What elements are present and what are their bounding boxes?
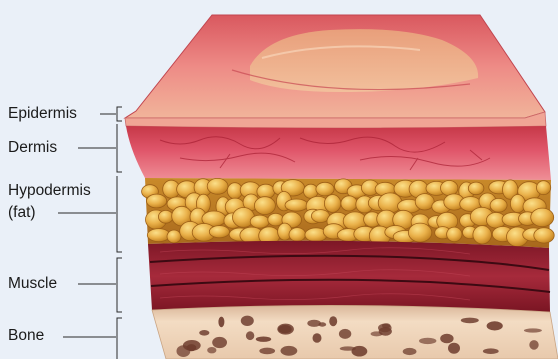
bone-pore [403,348,417,355]
fat-globule [285,199,308,211]
fat-globule [531,208,554,227]
fat-globule [341,196,357,211]
bone-pore [313,333,322,343]
bone-pore [256,337,271,342]
bone-pore [307,320,321,327]
bone-pore [199,330,209,336]
label-bone: Bone [8,326,44,346]
bone-pore [218,317,224,328]
fat-globule [447,227,462,242]
fat-globule [324,195,340,213]
bone-pore [448,343,460,354]
fat-globule [468,182,484,195]
muscle-layer [148,241,550,312]
bone-pore [378,324,392,333]
bone-pore [339,329,351,339]
label-hypodermis: Hypodermis [8,181,91,201]
bone-pore [487,321,503,330]
fat-globule [167,230,181,243]
fat-globule [537,181,551,195]
fat-globule [289,228,306,242]
bone-pore [246,331,254,340]
fat-globule [408,223,431,242]
fat-globule [441,181,458,196]
fat-globule [207,178,228,194]
dermis-layer [126,126,551,180]
fat-globule [490,198,507,212]
fat-globule [209,226,229,238]
label-epidermis: Epidermis [8,104,77,124]
label-dermis: Dermis [8,138,57,158]
label-hypodermis-fat: (fat) [8,203,36,223]
bone-pore [524,328,542,332]
bone-pore [207,347,216,353]
label-leaders [58,107,122,359]
fat-globule [158,210,173,223]
fat-globule [473,226,492,244]
bone-pore [483,348,499,354]
fat-globule [510,195,525,213]
fat-globule [534,228,554,243]
bone-pore [440,334,453,344]
label-muscle: Muscle [8,274,57,294]
bone-pore [340,346,356,350]
fat-globule [250,215,269,228]
bone-pore [177,345,191,357]
bone-pore [241,316,254,326]
bone-pore [461,318,479,324]
bone-pore [278,325,291,333]
fat-globule [316,182,334,196]
bone-pore [259,348,275,355]
bone-pore [281,346,298,356]
bone-pore [212,337,227,348]
fat-globule [415,194,434,210]
bone-pore [419,338,436,344]
fat-globule [254,197,275,215]
bone-pore [329,316,337,326]
bone-pore [529,340,538,350]
fat-globule [147,229,170,242]
fat-globule [147,194,167,208]
